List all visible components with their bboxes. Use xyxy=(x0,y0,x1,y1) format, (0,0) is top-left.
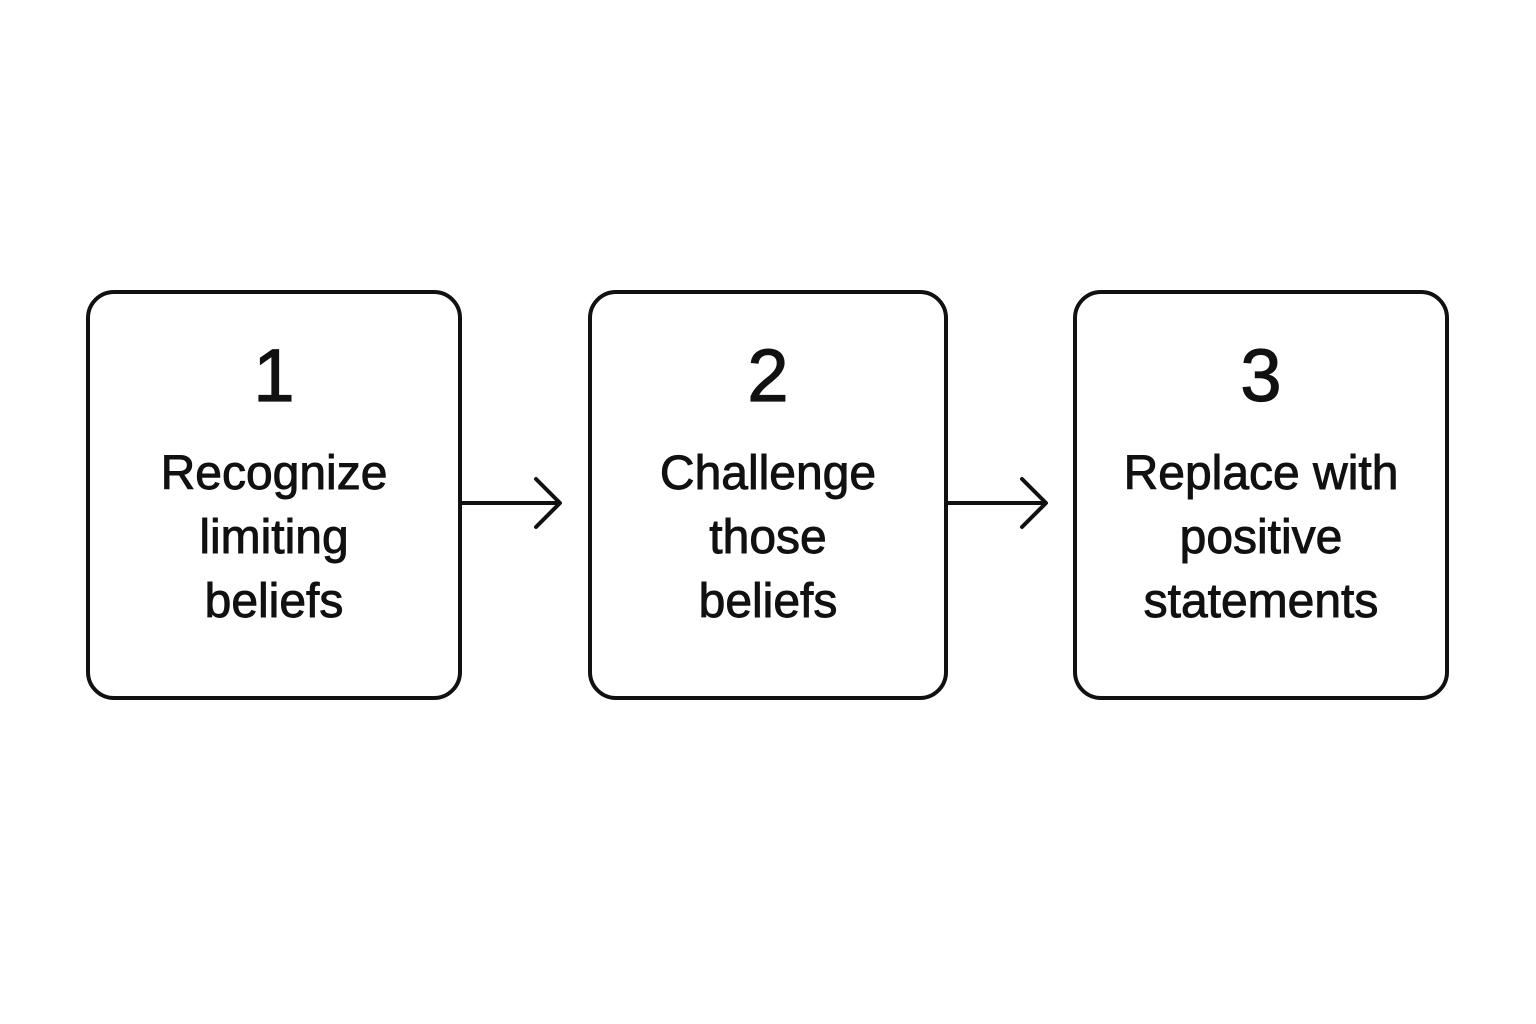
step-label-line: Recognize xyxy=(160,447,388,501)
step-label-line: limiting xyxy=(199,511,349,565)
step-box-replace: 3 Replace with positive statements xyxy=(1073,290,1449,700)
arrow-right-icon xyxy=(458,477,562,529)
step-number: 3 xyxy=(1240,334,1282,417)
step-label-line: Challenge xyxy=(659,447,877,501)
step-label: Recognize limiting beliefs xyxy=(90,442,458,634)
step-label: Challenge those beliefs xyxy=(592,442,944,634)
step-label-line: positive xyxy=(1179,511,1343,565)
arrow-right-icon xyxy=(944,477,1048,529)
step-box-recognize: 1 Recognize limiting beliefs xyxy=(86,290,462,700)
step-label-line: those xyxy=(709,511,827,565)
step-label-line: statements xyxy=(1143,575,1379,629)
step-label: Replace with positive statements xyxy=(1077,442,1445,634)
step-number: 1 xyxy=(253,334,295,417)
step-box-challenge: 2 Challenge those beliefs xyxy=(588,290,948,700)
step-label-line: beliefs xyxy=(698,575,838,629)
step-label-line: Replace with xyxy=(1123,447,1399,501)
step-label-line: beliefs xyxy=(204,575,344,629)
step-number: 2 xyxy=(747,334,789,417)
